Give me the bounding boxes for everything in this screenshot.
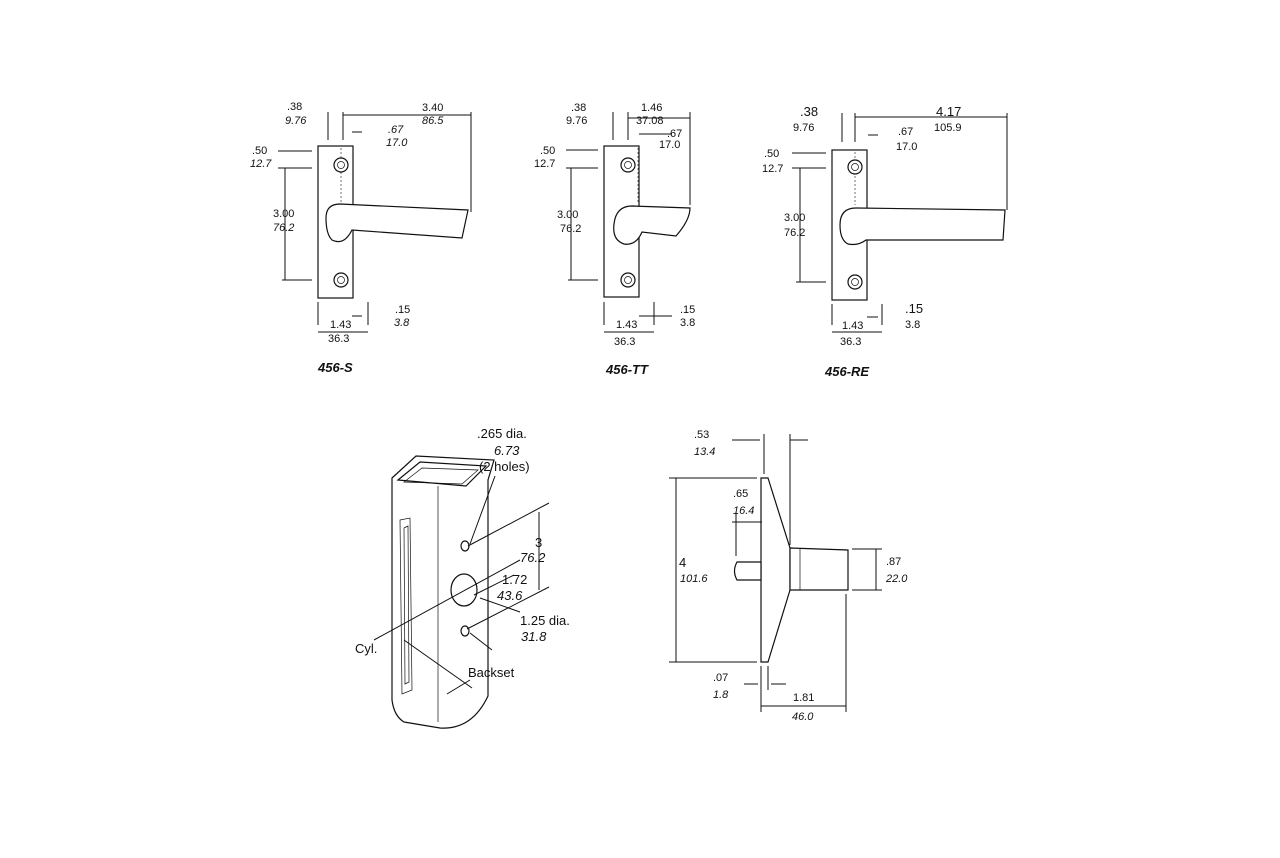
view-456-tt: .38 9.76 1.46 37.08 .67 17.0 .50 12.7 3.… — [534, 102, 695, 377]
screw-hole-bottom — [333, 272, 349, 288]
model-label-456-tt: 456-TT — [605, 362, 649, 377]
dim-s-d3-mm: 17.0 — [386, 137, 408, 149]
dim-tt-d4-in: .50 — [540, 145, 555, 157]
dim-tt-d6-in: .15 — [680, 304, 695, 316]
side-slot — [399, 517, 413, 695]
dim-side-top-mm: 13.4 — [694, 446, 715, 458]
hub — [789, 547, 849, 591]
model-label-456-s: 456-S — [317, 360, 353, 375]
dim-s-d7-in: 1.43 — [330, 319, 351, 331]
dim-s-d3-in: .67 — [388, 124, 404, 136]
dim-tt-d5-mm: 76.2 — [560, 223, 581, 235]
dim-prep-span-in: 3 — [535, 535, 542, 550]
mounting-hole-bottom — [460, 625, 470, 637]
dim-prep-cyl-off-mm: 43.6 — [497, 588, 523, 603]
label-cyl: Cyl. — [355, 641, 377, 656]
dim-s-d4-in: .50 — [252, 145, 267, 157]
dim-side-plate-mm: 1.8 — [713, 689, 729, 701]
dim-s-d4-mm: 12.7 — [250, 158, 272, 170]
dim-re-d1-in: .38 — [800, 104, 818, 119]
dim-re-d7-in: 1.43 — [842, 320, 863, 332]
stile-top-opening — [396, 461, 488, 487]
dim-side-proj-mm: 46.0 — [792, 711, 814, 723]
dim-s-d5-mm: 76.2 — [273, 222, 294, 234]
dim-side-stem-mm: 16.4 — [733, 505, 754, 517]
screw-hole-top — [620, 157, 636, 173]
spindle-stem — [733, 561, 762, 581]
dim-re-d2-in: 4.17 — [936, 104, 961, 119]
dim-s-d5-in: 3.00 — [273, 208, 294, 220]
door-stile — [391, 455, 495, 729]
screw-hole-bottom — [847, 274, 863, 290]
view-456-re: .38 9.76 4.17 105.9 .67 17.0 .50 12.7 3.… — [762, 104, 1008, 379]
dim-tt-d7-mm: 36.3 — [614, 336, 635, 348]
mounting-hole-top — [460, 540, 470, 552]
dim-prep-hole-dia-in: .265 dia. — [477, 426, 527, 441]
dim-re-d2-mm: 105.9 — [934, 122, 962, 134]
screw-hole-top — [333, 157, 349, 173]
side-view: .53 13.4 .65 16.4 4 101.6 .87 22.0 .07 1… — [669, 429, 908, 723]
dim-side-hub-mm: 22.0 — [885, 573, 908, 585]
dim-re-d1-mm: 9.76 — [793, 122, 814, 134]
dim-re-d6-in: .15 — [905, 301, 923, 316]
rose-plate — [760, 477, 791, 663]
dim-prep-cyl-dia-in: 1.25 dia. — [520, 613, 570, 628]
label-backset: Backset — [468, 665, 515, 680]
dim-re-d7-mm: 36.3 — [840, 336, 861, 348]
dim-tt-d5-in: 3.00 — [557, 209, 578, 221]
dim-side-height-mm: 101.6 — [680, 573, 708, 585]
door-prep-view: .265 dia. 6.73 (2 holes) 3 76.2 1.72 43.… — [355, 426, 570, 729]
dim-tt-d6-mm: 3.8 — [680, 317, 695, 329]
dim-prep-hole-dia-mm: 6.73 — [494, 443, 520, 458]
dim-prep-hole-note: (2 holes) — [479, 459, 530, 474]
cylinder-hole — [450, 573, 478, 607]
dim-prep-cyl-off-in: 1.72 — [502, 572, 527, 587]
dim-prep-cyl-dia-mm: 31.8 — [521, 629, 547, 644]
dim-side-hub-in: .87 — [886, 556, 901, 568]
dim-tt-d2-in: 1.46 — [641, 102, 662, 114]
dim-tt-d1-mm: 9.76 — [566, 115, 587, 127]
dim-s-d6-mm: 3.8 — [394, 317, 410, 329]
screw-hole-top — [847, 159, 863, 175]
dim-s-d2-mm: 86.5 — [422, 115, 444, 127]
dim-side-height-in: 4 — [679, 555, 686, 570]
dim-s-d2-in: 3.40 — [422, 102, 443, 114]
dim-side-top-in: .53 — [694, 429, 709, 441]
dim-tt-d1-in: .38 — [571, 102, 586, 114]
dim-s-d1-mm: 9.76 — [285, 115, 307, 127]
dim-prep-span-mm: 76.2 — [520, 550, 546, 565]
dim-tt-d4-mm: 12.7 — [534, 158, 555, 170]
dim-re-d5-in: 3.00 — [784, 212, 805, 224]
dim-tt-d3-mm: 17.0 — [659, 139, 680, 151]
model-label-456-re: 456-RE — [824, 364, 869, 379]
lever-handle — [613, 205, 691, 245]
lever-handle — [325, 203, 469, 243]
dim-side-plate-in: .07 — [713, 672, 728, 684]
dim-re-d4-mm: 12.7 — [762, 163, 783, 175]
view-456-s: .38 9.76 3.40 86.5 .67 17.0 .50 12.7 3.0… — [250, 101, 472, 375]
dim-s-d1-in: .38 — [287, 101, 302, 113]
dim-s-d7-mm: 36.3 — [328, 333, 349, 345]
dim-s-d6-in: .15 — [395, 304, 410, 316]
dim-re-d5-mm: 76.2 — [784, 227, 805, 239]
dim-re-d3-in: .67 — [898, 126, 913, 138]
dim-tt-d7-in: 1.43 — [616, 319, 637, 331]
lever-handle — [839, 207, 1006, 246]
dim-tt-d3-in: .67 — [667, 128, 682, 140]
dim-re-d6-mm: 3.8 — [905, 319, 920, 331]
dim-side-proj-in: 1.81 — [793, 692, 814, 704]
dim-re-d3-mm: 17.0 — [896, 141, 917, 153]
screw-hole-bottom — [620, 272, 636, 288]
dim-re-d4-in: .50 — [764, 148, 779, 160]
dim-tt-d2-mm: 37.08 — [636, 115, 664, 127]
dim-side-stem-in: .65 — [733, 488, 748, 500]
